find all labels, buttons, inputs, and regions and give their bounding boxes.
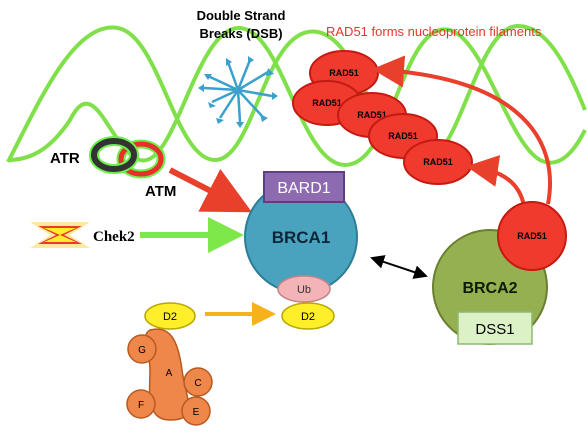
fa-subunit-e: E (193, 407, 200, 418)
brca1-brca2-arrow (370, 255, 428, 279)
ub-node (277, 275, 331, 303)
ub-label: Ub (297, 284, 311, 296)
rad51-filament: RAD51 RAD51 RAD51 RAD51 RAD51 (292, 50, 473, 185)
rad51-loading-arrow-short (466, 155, 526, 207)
rad51-label: RAD51 (329, 68, 359, 78)
bard1-label: BARD1 (277, 180, 330, 197)
fa-core-complex: G A C F E (126, 328, 213, 426)
brca1-label: BRCA1 (272, 228, 331, 247)
rad51-label: RAD51 (357, 110, 387, 120)
fa-subunit-f: F (138, 400, 144, 411)
starburst-icon (198, 56, 278, 128)
bard1-box (263, 171, 345, 203)
dss1-box (457, 311, 533, 345)
rad51-bound-brca2: RAD51 (497, 201, 567, 271)
atr-atm-rings (89, 136, 166, 179)
fa-subunit-a: A (166, 368, 173, 379)
d2-node-bound (281, 302, 335, 330)
fa-subunit-g: G (138, 345, 146, 356)
rad51-label: RAD51 (312, 98, 342, 108)
rad51-caption: RAD51 forms nucleoprotein filaments (326, 24, 542, 39)
d2-label-bound: D2 (301, 311, 315, 323)
dss1-label: DSS1 (475, 321, 514, 338)
d2-label-free: D2 (163, 311, 177, 323)
dna-strand-1 (6, 23, 587, 167)
rad51-bound-label: RAD51 (517, 231, 547, 241)
chek2-label: Chek2 (93, 229, 135, 245)
rad51-label: RAD51 (388, 131, 418, 141)
brca2-label: BRCA2 (462, 280, 517, 297)
atm-to-brca1-arrow (168, 167, 253, 213)
bowtie-icon (30, 222, 90, 248)
rad51-loading-arrow-long (372, 55, 553, 205)
atm-label: ATM (145, 183, 176, 200)
rad51-oval: RAD51 (403, 139, 473, 185)
atr-label: ATR (50, 150, 80, 167)
fa-subunit-c: C (194, 378, 201, 389)
dsb-label-line2: Breaks (DSB) (199, 26, 282, 41)
rad51-label: RAD51 (423, 157, 453, 167)
d2-node-free (144, 302, 196, 330)
dsb-label-line1: Double Strand (197, 8, 286, 23)
